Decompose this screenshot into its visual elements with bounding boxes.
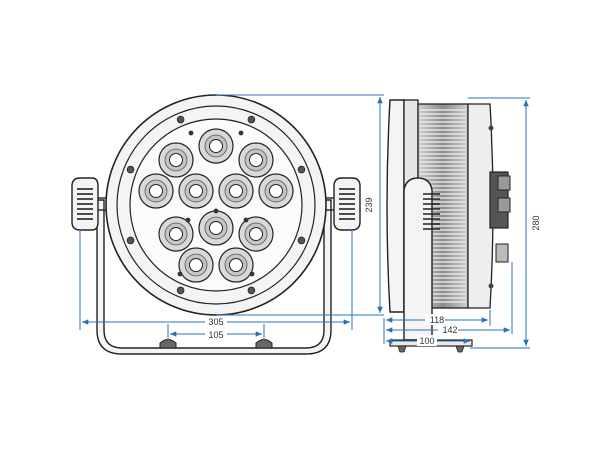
plate-dot: [177, 271, 183, 277]
plate-dot: [185, 217, 191, 223]
led-emitter: [249, 153, 263, 167]
side-knob-ticks: [423, 193, 440, 230]
dim-label-front-height: 239: [364, 197, 374, 212]
led-emitter: [249, 227, 263, 241]
side-base-foot-right: [455, 345, 465, 353]
bezel-screw: [297, 236, 306, 245]
side-base-foot-left: [397, 345, 407, 353]
side-rear-cover: [467, 103, 494, 309]
plate-dot: [243, 217, 249, 223]
side-front-face: [386, 99, 405, 313]
plate-dot: [238, 130, 244, 136]
bezel-screw: [176, 115, 185, 124]
front-plate-dots: [177, 130, 255, 277]
front-knob-left: [71, 177, 110, 231]
front-foot-left: [159, 339, 177, 349]
dim-label-foot-spacing: 105: [208, 330, 223, 340]
led-emitter: [269, 184, 283, 198]
bezel-screw: [247, 286, 256, 295]
dim-label-side-height: 280: [531, 215, 541, 230]
side-rear-screw-top: [488, 125, 494, 131]
side-view: [386, 99, 511, 353]
side-connector-top: [497, 175, 511, 191]
led-lens: [218, 247, 254, 283]
led-lens: [198, 210, 234, 246]
front-foot-right: [255, 339, 273, 349]
led-emitter: [209, 221, 223, 235]
bezel-screw: [126, 236, 135, 245]
led-emitter: [189, 184, 203, 198]
led-lens: [178, 247, 214, 283]
dim-label-side-bracket: 100: [419, 336, 434, 346]
led-lens: [198, 128, 234, 164]
side-rear-screw-bottom: [488, 283, 494, 289]
plate-dot: [188, 130, 194, 136]
led-emitter: [229, 258, 243, 272]
bezel-screw: [176, 286, 185, 295]
led-emitter: [229, 184, 243, 198]
bezel-screw: [126, 165, 135, 174]
led-lens: [238, 142, 274, 178]
led-lens: [158, 216, 194, 252]
led-emitter: [169, 153, 183, 167]
dim-label-side-total: 142: [442, 325, 457, 335]
dimension-labels: 305 105 239 118 142 100 280: [205, 197, 541, 346]
front-led-array: [138, 128, 294, 283]
side-connector-mid: [497, 197, 511, 213]
led-lens: [218, 173, 254, 209]
plate-dot: [249, 271, 255, 277]
led-emitter: [149, 184, 163, 198]
front-bezel-screws: [126, 115, 306, 295]
bezel-screw: [297, 165, 306, 174]
led-lens: [178, 173, 214, 209]
led-lens: [138, 173, 174, 209]
bezel-screw: [247, 115, 256, 124]
led-emitter: [189, 258, 203, 272]
side-connector-bottom: [495, 243, 509, 263]
dim-label-side-body: 118: [430, 315, 444, 325]
front-housing-bezel: [116, 105, 316, 305]
front-view: [71, 94, 361, 355]
led-lens: [238, 216, 274, 252]
led-lens: [158, 142, 194, 178]
led-emitter: [169, 227, 183, 241]
led-emitter: [209, 139, 223, 153]
dim-label-front-width: 305: [208, 317, 223, 327]
led-lens: [258, 173, 294, 209]
plate-dot: [213, 208, 219, 214]
